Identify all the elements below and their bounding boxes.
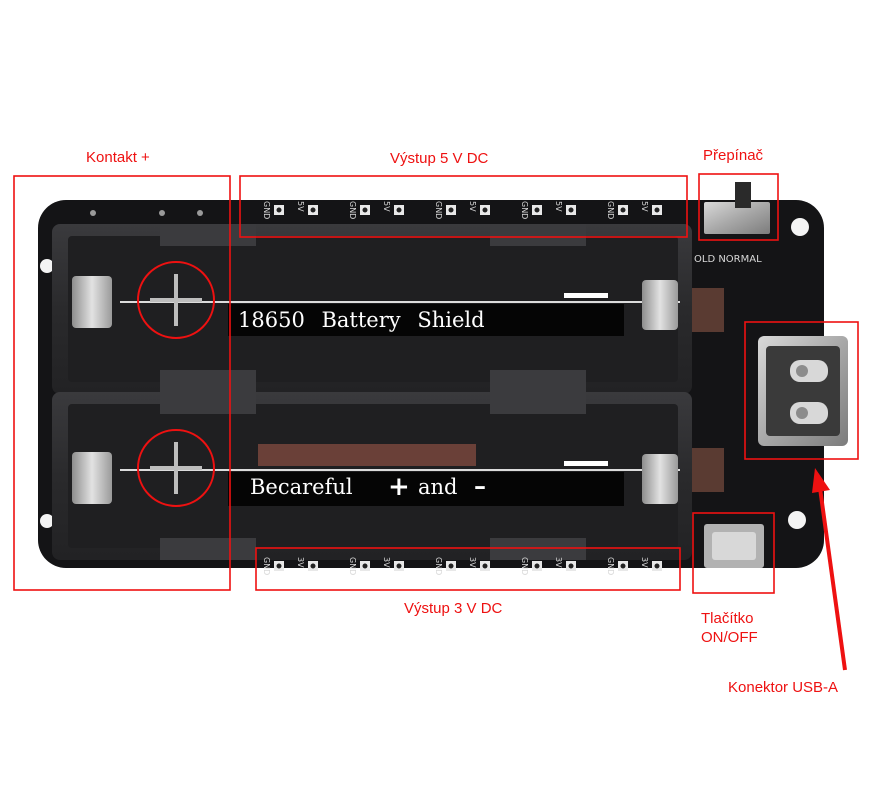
label-usb: Konektor USB-A (728, 679, 839, 696)
box-switch (698, 173, 779, 241)
silk-minus-bar-1 (564, 293, 608, 298)
silk-becareful: Becareful (250, 475, 353, 499)
plus-marker-1 (137, 261, 215, 339)
pin-5v-hole (620, 207, 626, 213)
box-contact (13, 175, 231, 591)
pin-3v-hole (534, 563, 540, 569)
pin-5v-hole (448, 207, 454, 213)
usb-arrow (812, 468, 847, 671)
pin-3v-hole (362, 563, 368, 569)
pin-3v-label: GND (348, 557, 357, 575)
pin-5v-hole (534, 207, 540, 213)
pin-3v-label: GND (606, 557, 615, 575)
pin-5v-label: GND (606, 201, 615, 219)
pin-3v-hole (310, 563, 316, 569)
pin-3v-label: 3V (640, 557, 649, 568)
pin-5v-label: GND (262, 201, 271, 219)
pin-3v-label: 3V (554, 557, 563, 568)
pin-3v-label: 3V (468, 557, 477, 568)
label-switch: Přepínač (703, 147, 764, 164)
pin-5v-label: 5V (554, 201, 563, 212)
pin-5v-label: 5V (296, 201, 305, 212)
pin-3v-label: GND (262, 557, 271, 575)
battery-holder-1: 18650 Battery Shield (52, 224, 692, 394)
label-contact: Kontakt + (86, 149, 150, 166)
pin-5v-hole (654, 207, 660, 213)
pin-5v-hole (396, 207, 402, 213)
copper-pad-right-top (692, 288, 724, 332)
pin-3v-hole (568, 563, 574, 569)
silk-minus-bar-2 (564, 461, 608, 466)
positive-contacts (72, 276, 112, 504)
pin-5v-hole (482, 207, 488, 213)
pin-5v-label: 5V (382, 201, 391, 212)
silk-battery-shield: 18650 Battery Shield (238, 308, 485, 332)
slide-switch: OLD NORMAL (694, 182, 770, 265)
header-5v-pins: GND 5V GND 5V GND 5V GND 5V GND 5V (262, 201, 662, 219)
silk-minus: – (474, 471, 486, 500)
box-3v-output (255, 547, 681, 591)
box-5v-output (239, 175, 688, 238)
negative-contacts (642, 280, 678, 504)
pin-3v-label: 3V (382, 557, 391, 568)
mounting-holes (40, 218, 809, 529)
pin-5v-hole (310, 207, 316, 213)
box-button (692, 512, 775, 594)
pin-3v-hole (654, 563, 660, 569)
pin-5v-label: GND (348, 201, 357, 219)
pin-5v-label: GND (434, 201, 443, 219)
pin-5v-label: 5V (468, 201, 477, 212)
label-button-line1: Tlačítko (701, 610, 754, 627)
pin-5v-label: 5V (640, 201, 649, 212)
pin-5v-hole (362, 207, 368, 213)
plus-marker-2 (137, 429, 215, 507)
pin-3v-label: GND (434, 557, 443, 575)
pin-3v-label: 3V (296, 557, 305, 568)
silk-plus: + (388, 472, 410, 502)
box-usb (744, 321, 859, 460)
label-button-line2: ON/OFF (701, 629, 758, 646)
label-3v-output: Výstup 3 V DC (404, 600, 503, 617)
header-3v-pins: GND 3V GND 3V GND 3V GND 3V GND 3V (262, 557, 662, 575)
switch-mode-text: OLD NORMAL (694, 254, 762, 265)
usb-a-connector (758, 336, 848, 446)
push-button (704, 524, 764, 568)
callout-boxes (13, 173, 859, 594)
pin-3v-hole (620, 563, 626, 569)
pin-3v-hole (482, 563, 488, 569)
pin-5v-hole (276, 207, 282, 213)
pin-3v-label: GND (520, 557, 529, 575)
silk-and: and (418, 475, 458, 499)
label-5v-output: Výstup 5 V DC (390, 150, 489, 167)
copper-strip (258, 444, 476, 466)
battery-holder-2: Becareful + and – (52, 392, 692, 560)
copper-pad-right-bottom (692, 448, 724, 492)
pin-3v-hole (396, 563, 402, 569)
pin-3v-hole (448, 563, 454, 569)
top-left-vias (90, 210, 203, 216)
pin-3v-hole (276, 563, 282, 569)
pin-5v-label: GND (520, 201, 529, 219)
pin-5v-hole (568, 207, 574, 213)
